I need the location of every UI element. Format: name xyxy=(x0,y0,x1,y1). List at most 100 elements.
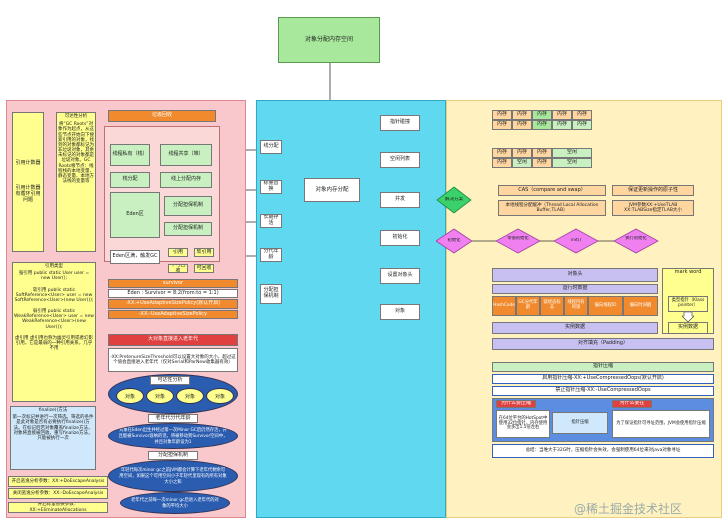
pointer-cell-5: 内存 xyxy=(572,110,592,120)
free-cell-4: 空闲 xyxy=(552,148,592,158)
free-cell-7: 内存 xyxy=(532,158,552,168)
branch-concurrency: 并发 xyxy=(380,192,420,208)
free-cell-6: 空闲 xyxy=(512,158,532,168)
branch-initialization: 初始化 xyxy=(380,230,420,246)
compress-summary: 总结：当堆大于32G时，压缩指针会失效，会强制使用64位来对java对象寻址 xyxy=(492,444,714,458)
mark-word-label: mark word xyxy=(674,269,702,275)
init-step-2: 零值初始化 xyxy=(507,236,529,241)
center-main: 对象内存分配 xyxy=(304,178,360,202)
ref-phantom: 虚引用 虚引用也称为幽灵引用或者幻影引用，它是最弱的一种引用关系，几乎不用 xyxy=(15,335,93,352)
ref-strong: 强引用 public static User user = new User()… xyxy=(18,271,90,282)
compress-off: 禁止指针压缩-XX:-UseCompressedOops xyxy=(492,386,714,396)
header-lock-flag: 锁状态标志 xyxy=(540,296,564,316)
padding-box: 对齐填充（Padding） xyxy=(492,338,714,350)
header-hashcode: HashCode xyxy=(492,296,516,316)
center-item-thread: 线分配 xyxy=(260,140,282,154)
object-ellipse-1: 对象 xyxy=(116,388,144,404)
instance-data-small: 实例数据 xyxy=(668,322,708,334)
ref-weak: 弱引用 public static WeakReference<User> us… xyxy=(14,309,94,330)
dynamic-desc: 年轻代每次minor gc之前JVM都会计算下老年代剩余可用空间，如果这个可用空… xyxy=(108,460,238,492)
reference-types-box: 引用类型 强引用 public static User user = new U… xyxy=(12,262,96,402)
class-pointer: 类型指针（Klass pointer） xyxy=(668,296,708,312)
survivor-row-ratio: Eden : Survivor = 8:2(from:to = 1:1) xyxy=(108,289,238,298)
header-runtime: 运行时数据 xyxy=(492,284,658,294)
center-item-long-lived: 长期存活 xyxy=(260,214,282,228)
pointer-cell-6: 内存 xyxy=(492,120,512,130)
small-not-recycle: 不可回收 xyxy=(168,264,188,273)
header-bias-thread: 偏向线程ID xyxy=(588,296,623,316)
reachability-ellipse-title: 可达性分析 xyxy=(150,376,190,385)
branch-free-list: 空闲列表 xyxy=(380,152,420,168)
free-cell-8: 空闲 xyxy=(552,158,592,168)
eden-area: Eden区 xyxy=(110,192,160,238)
ref-soft: 软引用 public static SoftReference<User> us… xyxy=(14,287,94,303)
dynamic-title: 分配担保机制 xyxy=(148,451,198,460)
init-diamonds xyxy=(436,228,659,254)
compress-title: 指针压缩 xyxy=(492,362,714,372)
pointer-cell-7: 内存 xyxy=(512,120,532,130)
param-escape-off: 关闭逃逸分析参数：XX:-DoEscapeAnalysis xyxy=(8,488,108,499)
branch-set-header: 设置对象头 xyxy=(380,268,420,284)
init-step-4: 执行初始化 xyxy=(625,236,647,241)
eden-full-gc: Eden区满，触发GC xyxy=(110,250,160,264)
allocation-guarantee: 分配担保机制 xyxy=(164,196,212,216)
tlab-box: 本地线程分配缓冲（Thread Local Allocation Buffer,… xyxy=(498,200,606,216)
compress-mid: 指针压缩 xyxy=(552,412,608,434)
small-ref: 引用 xyxy=(168,248,188,257)
header-title: 对象头 xyxy=(492,268,658,282)
object-ellipse-2: 对象 xyxy=(146,388,174,404)
reachability-body: 将“GC Roots”对象作为起点，从这些节点开始向下搜索引用的对象，找到的对象… xyxy=(58,122,94,185)
cas-box: CAS（compare and swap） xyxy=(498,185,606,196)
header-gc-age: GC分代年龄 xyxy=(516,296,540,316)
finalize-title: finalize()方法 xyxy=(38,408,68,413)
reachability-box: 可达性分析 将“GC Roots”对象作为起点，从这些节点开始向下搜索引用的对象… xyxy=(56,112,96,252)
pointer-cell-10: 内存 xyxy=(572,120,592,130)
pointer-cell-3: 内存 xyxy=(532,110,552,120)
survivor-row-adaptive-on: -XX:+UseAdaptiveSizePolicy(默认开启) xyxy=(108,299,238,309)
compress-on: 启用指针压缩-XX:+UseCompressedOops(默认开启) xyxy=(492,374,714,384)
tlab-desc: JVM参数XX:+UseTLAB XX:TLABSize指定TLAB大小 xyxy=(612,200,694,216)
concurrency-diamond xyxy=(436,186,472,214)
reachability-title: 可达性分析 xyxy=(64,114,88,119)
old-gen-desc: -XX:PretenureSizeThreshold可以设置大对象的大小，超过这… xyxy=(108,348,238,372)
survivor-title: survivor xyxy=(108,279,238,288)
compress-why2: 为什么要在 xyxy=(612,400,652,408)
header-thread-lock: 线程持有的锁 xyxy=(564,296,588,316)
compress-note: 在64位平台的HotSpot中使用32位指针，内存使用会多出1.5倍左右 xyxy=(496,410,550,438)
header-bias-time: 偏向时间戳 xyxy=(623,296,658,316)
gc-header: 垃圾回收 xyxy=(108,110,216,122)
allocation-result: 分配担保机制 xyxy=(164,222,212,236)
init-step-1: 初始化 xyxy=(447,238,461,243)
free-cell-3: 内存 xyxy=(532,148,552,158)
last-desc: 老年代之前每一次minor gc后进入老年代的对象的平均大小 xyxy=(120,492,230,514)
pointer-cell-9: 内存 xyxy=(552,120,572,130)
free-cell-2: 内存 xyxy=(512,148,532,158)
cas-desc: 保证更新操作的原子性 xyxy=(612,185,694,196)
thread-shared-heap: 线程共享（堆） xyxy=(160,144,212,166)
page-title: 对象分配内存空间 xyxy=(278,17,380,63)
online-allocation: 线上分配内存 xyxy=(160,172,212,188)
reference-types-title: 引用类型 xyxy=(45,264,63,269)
thread-private-stack: 线程私有（栈） xyxy=(110,144,150,166)
concurrency-label: 解决方案 xyxy=(445,197,463,202)
branch-object: 对象 xyxy=(380,304,420,320)
old-gen-age-desc: 对象在Eden出生并经过第一次Minor GC后仍然存活，并且能被Survivo… xyxy=(108,423,238,449)
watermark: @稀土掘金技术社区 xyxy=(574,502,683,516)
compress-why: 为什么要压缩 xyxy=(496,400,536,408)
finalize-body: 第一次标记并进行一次筛选。筛选的条件是此对象是否有必要执行finalize()方… xyxy=(12,415,94,441)
free-cell-1: 内存 xyxy=(492,148,512,158)
center-item-guarantee: 分配担保机制 xyxy=(260,284,282,304)
finalize-box: finalize()方法 第一次标记并进行一次筛选。筛选的条件是此对象是否有必要… xyxy=(10,406,96,470)
stack-allocation: 栈分配 xyxy=(110,172,150,188)
pointer-cell-1: 内存 xyxy=(492,110,512,120)
pointer-cell-8: 内存 xyxy=(532,120,552,130)
param-scalar-on: 开启标量替换参数：XX:+EliminateAllocations xyxy=(8,502,108,513)
small-recycle: 可回收 xyxy=(194,264,214,273)
small-soft-ref: 软引用 xyxy=(194,248,214,257)
free-cell-5: 内存 xyxy=(492,158,512,168)
center-item-scalar: 标量替换 xyxy=(260,180,282,194)
pointer-cell-2: 内存 xyxy=(512,110,532,120)
object-ellipse-4: 对象 xyxy=(206,388,234,404)
reference-counter-box: 引用计数器 引用计数器有循环引用问题 xyxy=(12,112,44,252)
reference-counter-body: 引用计数器有循环引用问题 xyxy=(15,185,41,203)
